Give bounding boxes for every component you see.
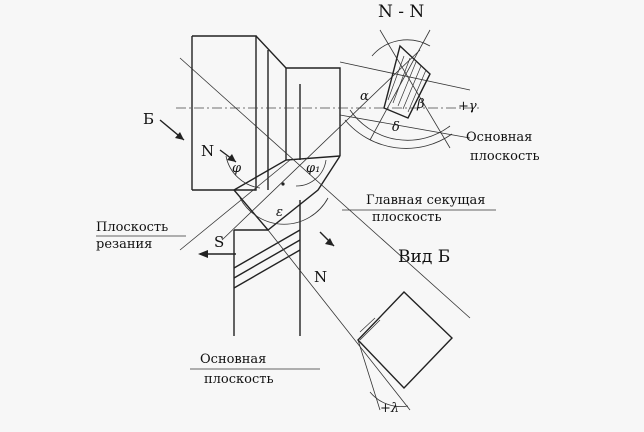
- section-n-n: [344, 29, 453, 149]
- angle-epsilon: ε: [276, 205, 283, 220]
- feed-label: S: [214, 233, 224, 251]
- angle-gamma: +γ: [458, 99, 477, 114]
- section-title: N - N: [378, 2, 424, 22]
- view-b: [357, 291, 453, 411]
- angle-phi1: φ₁: [306, 161, 320, 176]
- base-plane-bottom-line1: Основная: [200, 352, 266, 367]
- construction-lines: [176, 49, 480, 411]
- cutting-plane-label-line2: резания: [96, 237, 152, 252]
- tool-tip-point: [281, 182, 285, 186]
- view-marker-label: Б: [143, 110, 154, 128]
- base-plane-top-line1: Основная: [466, 130, 532, 145]
- base-plane-bottom-line2: плоскость: [204, 372, 274, 387]
- angle-beta: β: [416, 97, 425, 112]
- angle-phi: φ: [232, 161, 242, 176]
- workpiece-block: [191, 35, 341, 191]
- arrows: [159, 119, 335, 258]
- angle-alpha: α: [360, 89, 369, 104]
- section-mark-left: N: [201, 142, 214, 160]
- view-title: Вид Б: [398, 247, 450, 267]
- base-plane-top-line2: плоскость: [470, 149, 540, 164]
- main-secant-plane-label-line1: Главная секущая: [366, 193, 485, 208]
- cutting-tool: [233, 155, 341, 336]
- main-secant-plane-label-line2: плоскость: [372, 210, 442, 225]
- cutting-plane-label-line1: Плоскость: [96, 220, 168, 235]
- angle-lambda: +λ: [380, 401, 399, 416]
- angle-delta: δ: [392, 120, 400, 135]
- section-mark-lower: N: [314, 268, 327, 286]
